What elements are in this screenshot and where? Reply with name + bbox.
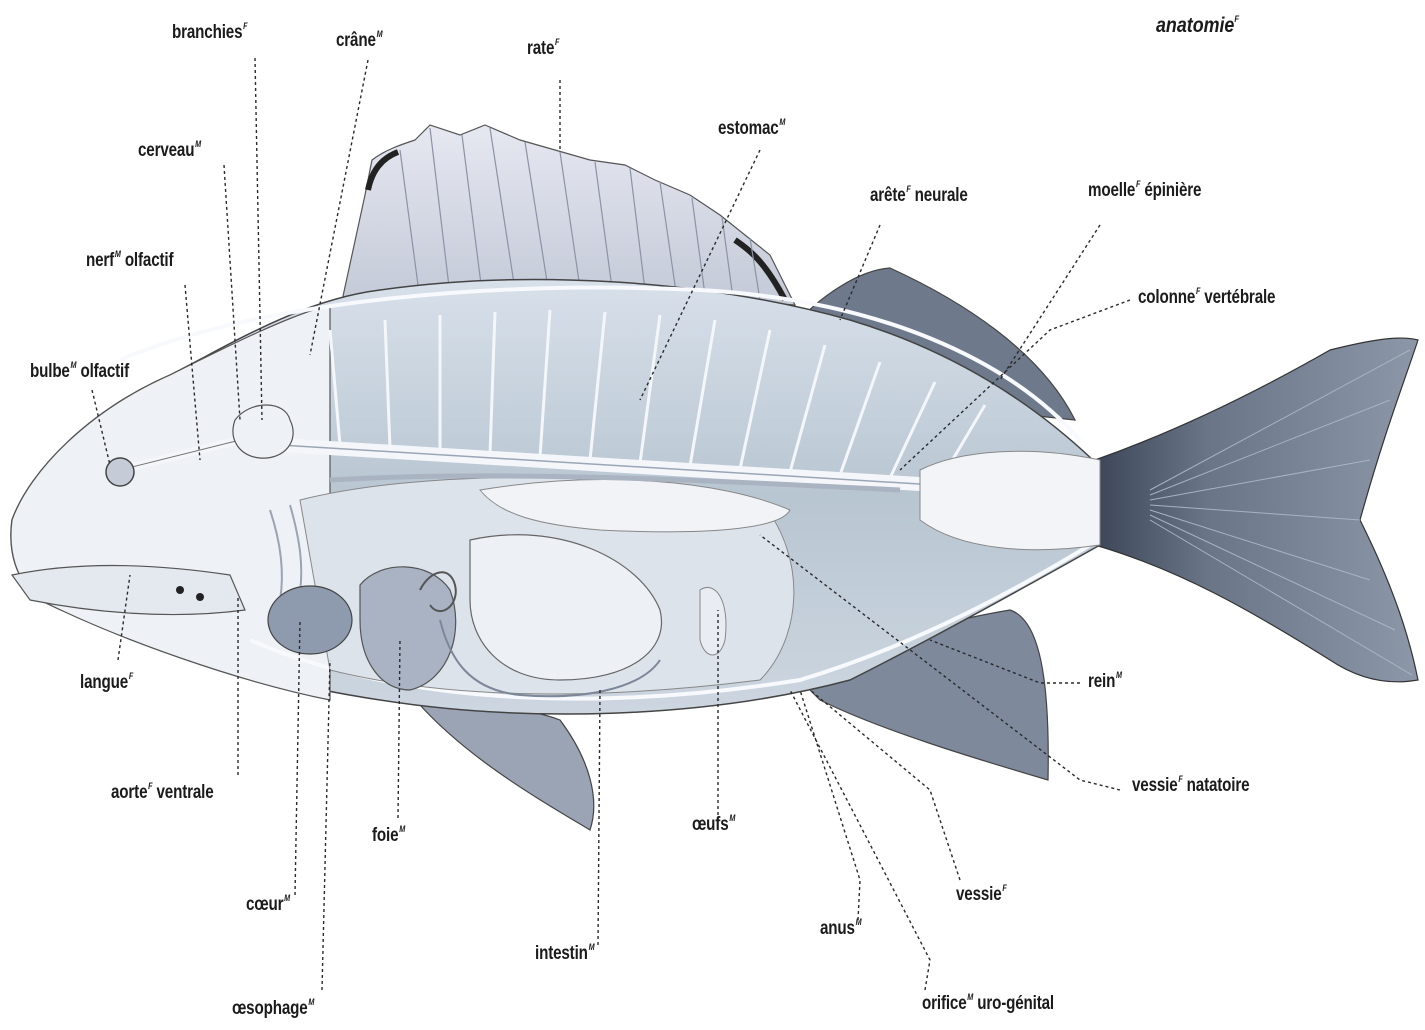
label-crane: crâneM	[336, 30, 382, 52]
label-aorte-ventrale: aorteF ventrale	[111, 782, 214, 804]
label-oesophage: œsophageM	[232, 998, 314, 1020]
diagram-title: anatomieF	[1156, 14, 1239, 38]
tail-fin	[1095, 338, 1418, 682]
label-colonne-vertebrale: colonneF vertébrale	[1138, 287, 1275, 309]
label-bulbe-olfactif: bulbeM olfactif	[30, 361, 129, 383]
label-branchies: branchiesF	[172, 22, 247, 44]
label-moelle-epiniere: moelleF épinière	[1088, 180, 1201, 202]
brain	[233, 405, 293, 458]
label-vessie: vessieF	[956, 884, 1007, 906]
label-rein: reinM	[1088, 671, 1122, 693]
label-nerf-olfactif: nerfM olfactif	[86, 250, 173, 272]
label-intestin: intestinM	[535, 943, 594, 965]
label-anus: anusM	[820, 918, 861, 940]
lower-jaw	[12, 566, 245, 615]
olfactory-bulb	[106, 458, 134, 486]
label-rate: rateF	[527, 38, 559, 60]
label-orifice-uro-genital: orificeM uro-génital	[922, 993, 1054, 1015]
label-foie: foieM	[372, 825, 405, 847]
label-coeur: cœurM	[246, 894, 290, 916]
label-cerveau: cerveauM	[138, 140, 201, 162]
label-langue: langueF	[80, 672, 133, 694]
label-estomac: estomacM	[718, 118, 785, 140]
label-oeufs: œufsM	[692, 814, 735, 836]
label-vessie-natatoire: vessieF natatoire	[1132, 775, 1249, 797]
label-arete-neurale: arêteF neurale	[870, 185, 968, 207]
heart	[268, 586, 352, 654]
pelvic-fin	[420, 705, 594, 830]
